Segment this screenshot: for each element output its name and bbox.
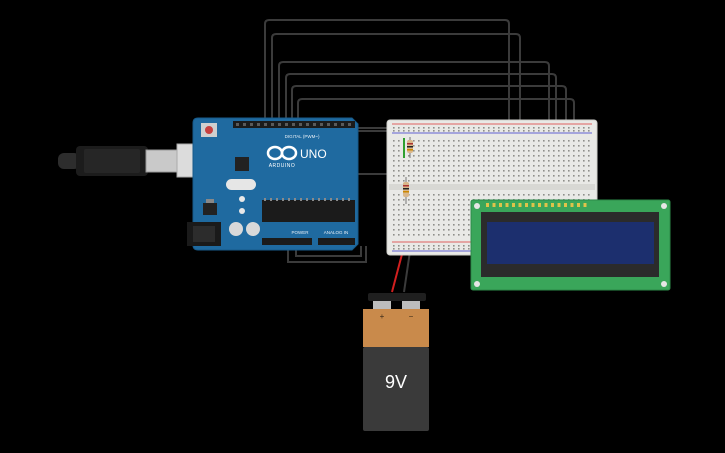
arduino-uno-board[interactable]: DIGITAL (PWM~) UNO ARDUINO [187, 117, 359, 251]
arduino-model: UNO [300, 147, 327, 161]
battery-clip [368, 293, 426, 301]
crystal [226, 179, 256, 190]
capacitor-2 [246, 222, 260, 236]
capacitor-1 [229, 222, 243, 236]
lcd-module[interactable] [470, 199, 671, 291]
battery-cap [363, 309, 429, 347]
lcd-screen [487, 222, 654, 264]
wire-6 [297, 98, 575, 200]
battery-voltage-label: 9V [385, 372, 407, 392]
wire-4 [285, 73, 557, 200]
usb-cable-strain [58, 153, 80, 169]
wire-10 [287, 246, 367, 263]
wire-2 [271, 33, 521, 200]
lcd-pin-header [486, 203, 587, 207]
arduino-logo-icon [266, 145, 298, 161]
digital-header-pins [236, 123, 351, 126]
analog-header [318, 238, 355, 245]
wire-1 [264, 19, 510, 200]
usb-metal-shell [145, 149, 179, 173]
usb-chip [235, 157, 249, 171]
atmega-pins [264, 198, 350, 201]
wire-3 [278, 61, 550, 200]
atmega-chip [262, 200, 355, 222]
battery-9v[interactable]: + − 9V [363, 293, 429, 431]
arduino-brand: ARDUINO [269, 163, 296, 169]
resistor-2[interactable] [403, 177, 409, 204]
digital-header-label: DIGITAL (PWM~) [285, 134, 320, 139]
analog-header-label: ANALOG IN [324, 230, 349, 235]
resistor-1[interactable] [407, 137, 413, 158]
wire-5 [291, 85, 567, 200]
power-header [262, 238, 312, 245]
battery-minus-label: − [409, 312, 414, 321]
battery-body [363, 347, 429, 431]
power-header-label: POWER [291, 230, 309, 235]
battery-plus-label: + [380, 312, 385, 321]
voltage-regulator [203, 203, 217, 215]
wire-11 [295, 246, 362, 257]
